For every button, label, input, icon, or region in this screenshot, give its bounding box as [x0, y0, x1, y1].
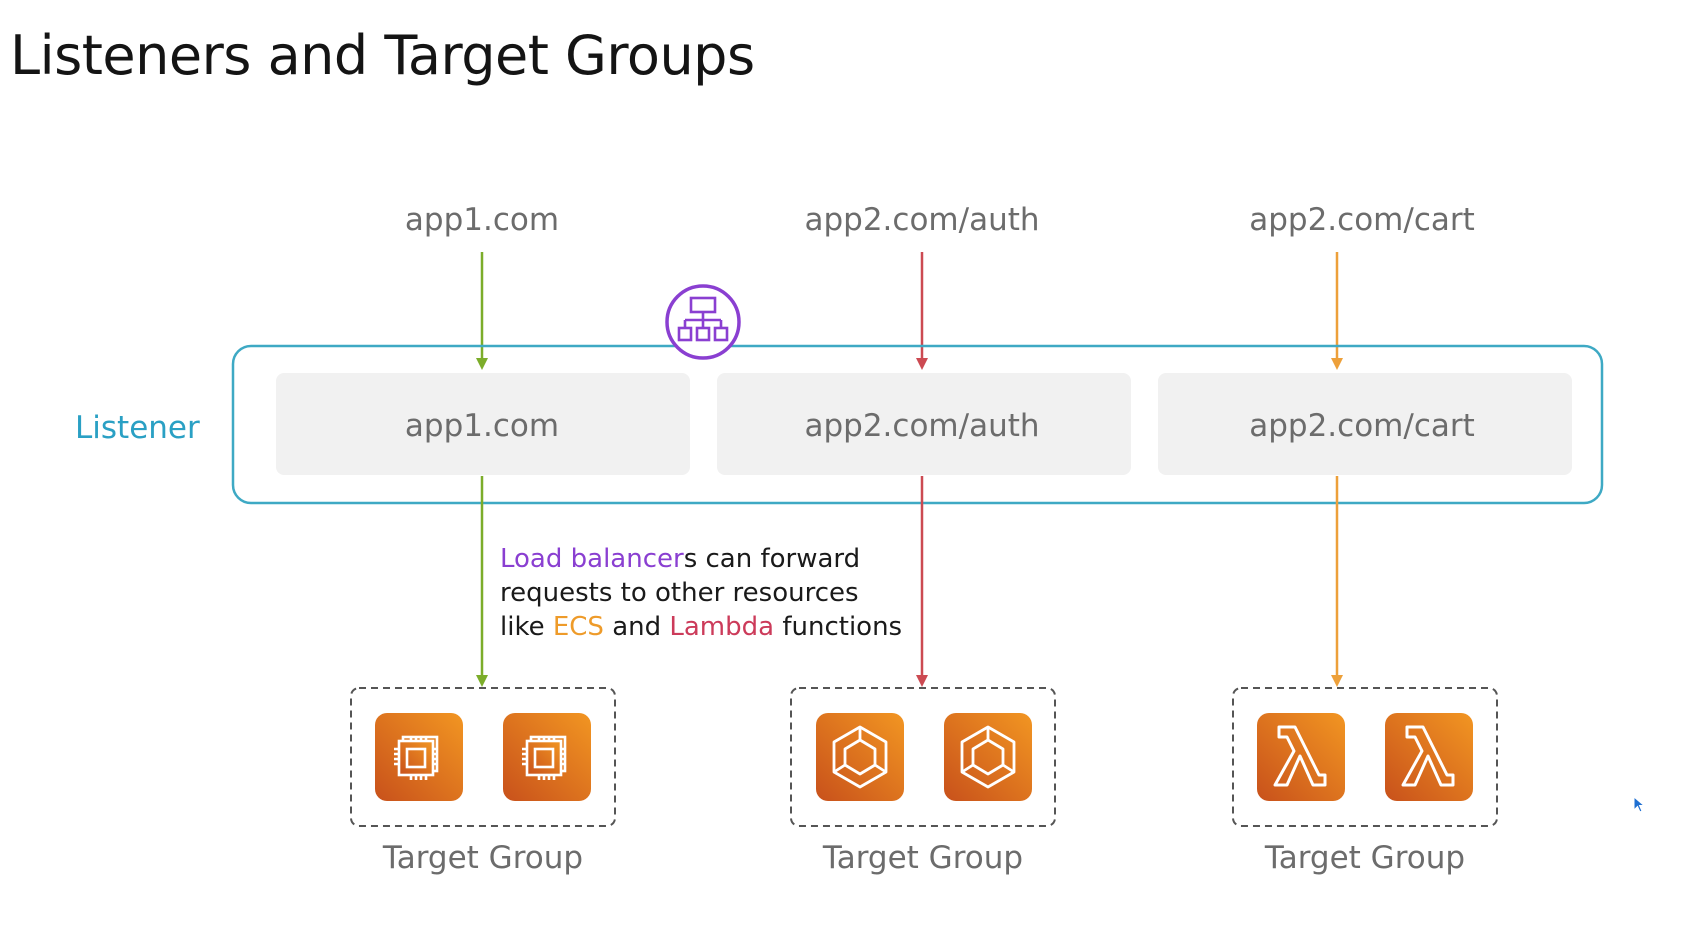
rule-box-app1: [276, 373, 690, 475]
rule-label-app2-auth: app2.com/auth: [804, 408, 1039, 444]
rule-box-app2-auth: [717, 373, 1131, 475]
incoming-arrow-app1: [476, 252, 488, 370]
target-group-label-1: Target Group: [382, 840, 583, 876]
request-label-app2-cart: app2.com/cart: [1249, 202, 1475, 238]
ecs-icon: [816, 713, 904, 801]
note-ecs-highlight: ECS: [553, 612, 604, 642]
listener-label: Listener: [75, 410, 200, 446]
outgoing-arrow-app2-auth: [916, 476, 928, 687]
target-group-label-3: Target Group: [1264, 840, 1465, 876]
rule-label-app2-cart: app2.com/cart: [1249, 408, 1475, 444]
ecs-icon: [944, 713, 1032, 801]
ec2-instance-icon: [503, 713, 591, 801]
target-group-lambda: [1232, 687, 1498, 827]
rule-box-app2-cart: [1158, 373, 1572, 475]
mouse-cursor-icon: [1633, 796, 1646, 813]
outgoing-arrow-app1: [476, 476, 488, 687]
target-group-ecs: [790, 687, 1056, 827]
svg-text:requests to other resources: requests to other resources: [500, 578, 859, 608]
svg-text:like ECS and Lambda functions: like ECS and Lambda functions: [500, 612, 902, 642]
outgoing-arrow-app2-cart: [1331, 476, 1343, 687]
note-lambda-highlight: Lambda: [669, 612, 774, 642]
target-group-ec2: [350, 687, 616, 827]
request-label-app2-auth: app2.com/auth: [804, 202, 1039, 238]
elastic-load-balancer-icon: [665, 284, 741, 360]
target-group-label-2: Target Group: [822, 840, 1023, 876]
ec2-instance-icon: [375, 713, 463, 801]
rule-label-app1: app1.com: [405, 408, 559, 444]
page-title: Listeners and Target Groups: [10, 24, 755, 87]
request-label-app1: app1.com: [405, 202, 559, 238]
incoming-arrow-app2-auth: [916, 252, 928, 370]
annotation-note: Load balancers can forward requests to o…: [500, 544, 902, 642]
svg-text:Load balancers can forward: Load balancers can forward: [500, 544, 860, 574]
lambda-icon: [1385, 713, 1473, 801]
note-load-balancer-highlight: Load balancer: [500, 544, 684, 574]
listener-box: [231, 344, 1604, 505]
incoming-arrow-app2-cart: [1331, 252, 1343, 370]
lambda-icon: [1257, 713, 1345, 801]
